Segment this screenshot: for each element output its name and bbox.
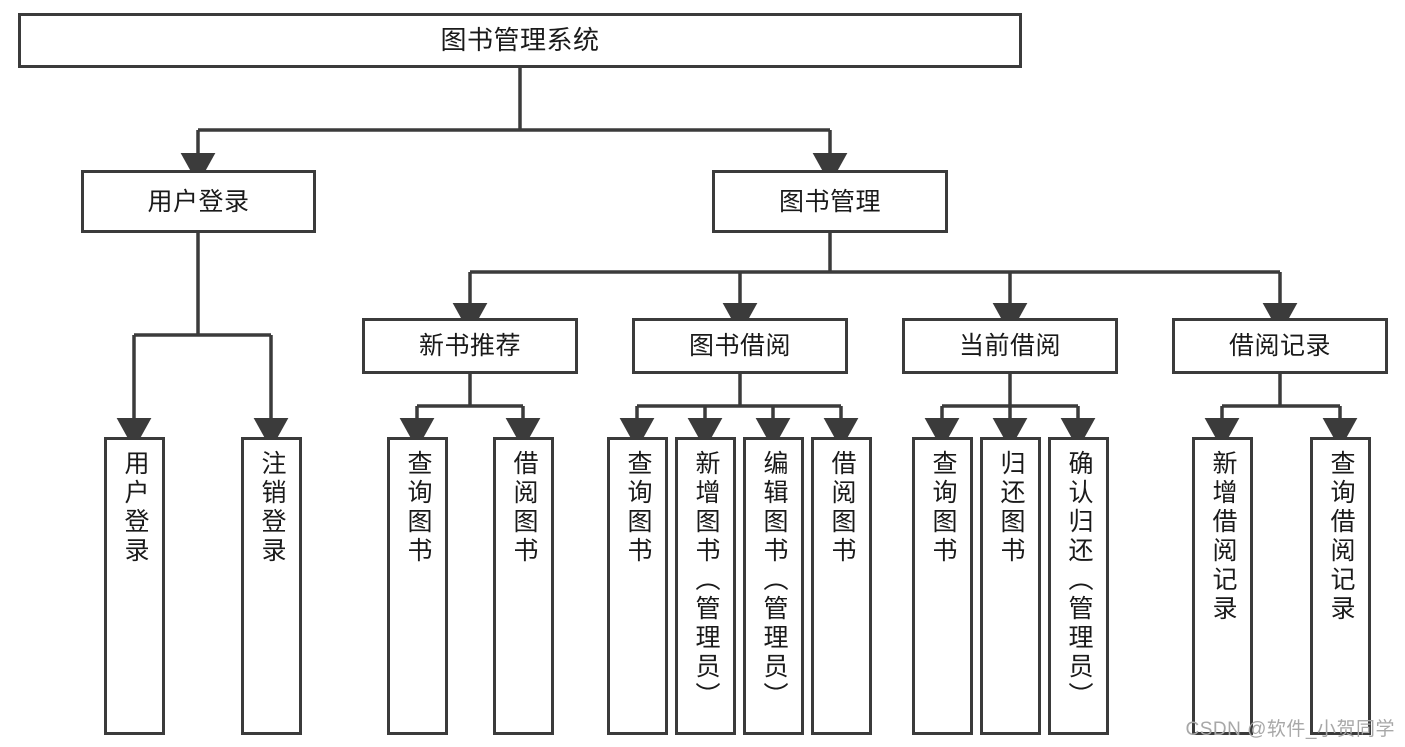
node-leaf-query-book-3[interactable]: 查询图书	[912, 437, 973, 735]
node-leaf-confirm-return-label: 确认归还（管理员）	[1065, 450, 1093, 711]
node-book-manage[interactable]: 图书管理	[712, 170, 948, 233]
node-leaf-query-book-3-label: 查询图书	[929, 450, 957, 566]
node-leaf-return-book[interactable]: 归还图书	[980, 437, 1041, 735]
node-leaf-user-login[interactable]: 用户登录	[104, 437, 165, 735]
node-root[interactable]: 图书管理系统	[18, 13, 1022, 68]
node-book-borrow-label: 图书借阅	[688, 332, 791, 360]
node-leaf-return-book-label: 归还图书	[997, 450, 1025, 566]
watermark-text: CSDN @软件_小贺同学	[1185, 719, 1395, 740]
node-leaf-query-record-label: 查询借阅记录	[1327, 450, 1355, 624]
node-root-label: 图书管理系统	[440, 24, 600, 55]
node-leaf-query-book-1-label: 查询图书	[404, 450, 432, 566]
node-leaf-borrow-book-1[interactable]: 借阅图书	[493, 437, 554, 735]
node-leaf-borrow-book-1-label: 借阅图书	[510, 450, 538, 566]
node-leaf-user-login-label: 用户登录	[121, 450, 149, 566]
node-borrow-record-label: 借阅记录	[1228, 332, 1331, 360]
node-user-login-label: 用户登录	[147, 187, 250, 216]
node-leaf-query-book-2[interactable]: 查询图书	[607, 437, 668, 735]
node-leaf-query-record[interactable]: 查询借阅记录	[1310, 437, 1371, 735]
node-user-login[interactable]: 用户登录	[81, 170, 316, 233]
node-new-book-rec-label: 新书推荐	[418, 332, 521, 360]
node-leaf-confirm-return[interactable]: 确认归还（管理员）	[1048, 437, 1109, 735]
node-current-borrow[interactable]: 当前借阅	[902, 318, 1118, 374]
node-book-manage-label: 图书管理	[778, 187, 881, 216]
node-borrow-record[interactable]: 借阅记录	[1172, 318, 1388, 374]
node-leaf-add-record[interactable]: 新增借阅记录	[1192, 437, 1253, 735]
node-leaf-query-book-1[interactable]: 查询图书	[387, 437, 448, 735]
node-new-book-rec[interactable]: 新书推荐	[362, 318, 578, 374]
node-leaf-edit-book-label: 编辑图书（管理员）	[760, 450, 788, 711]
node-leaf-add-book-label: 新增图书（管理员）	[692, 450, 720, 711]
node-leaf-user-logout[interactable]: 注销登录	[241, 437, 302, 735]
node-leaf-borrow-book-2[interactable]: 借阅图书	[811, 437, 872, 735]
node-leaf-add-book[interactable]: 新增图书（管理员）	[675, 437, 736, 735]
node-book-borrow[interactable]: 图书借阅	[632, 318, 848, 374]
node-leaf-add-record-label: 新增借阅记录	[1209, 450, 1237, 624]
node-leaf-query-book-2-label: 查询图书	[624, 450, 652, 566]
node-leaf-user-logout-label: 注销登录	[258, 450, 286, 566]
node-current-borrow-label: 当前借阅	[958, 332, 1061, 360]
node-leaf-borrow-book-2-label: 借阅图书	[828, 450, 856, 566]
node-leaf-edit-book[interactable]: 编辑图书（管理员）	[743, 437, 804, 735]
